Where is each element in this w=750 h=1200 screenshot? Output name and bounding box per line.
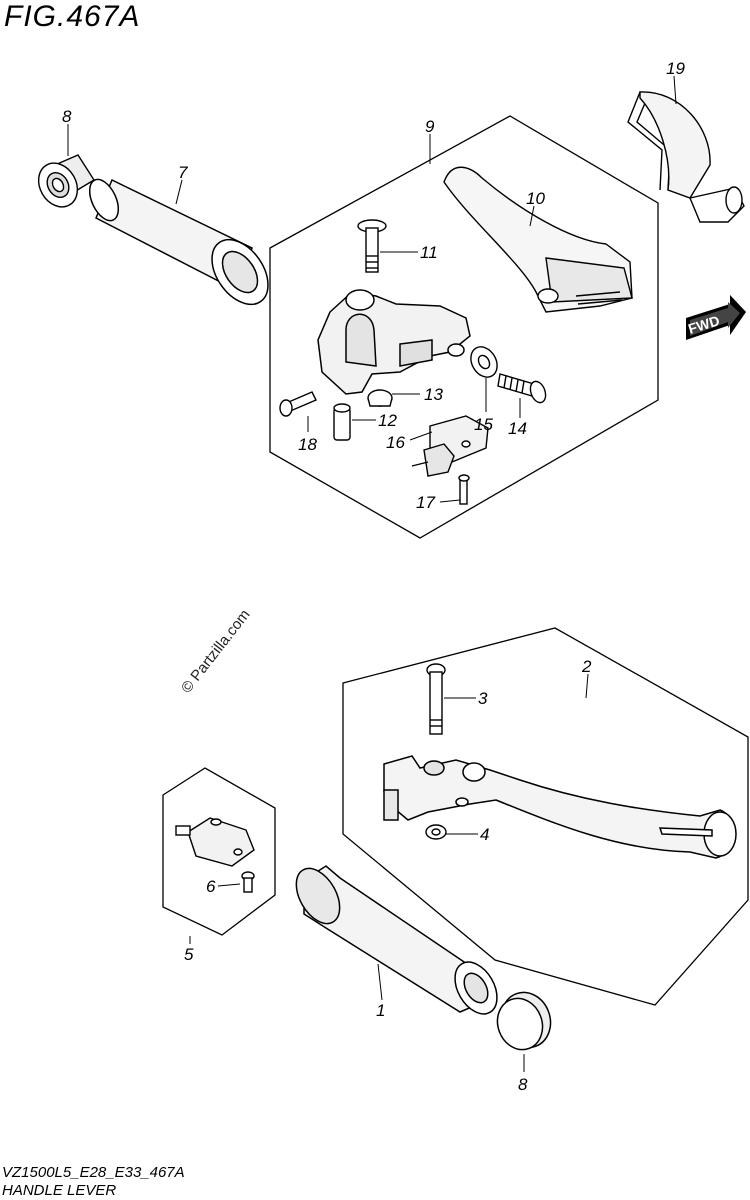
callout-10: 10: [526, 189, 545, 208]
part-screw-6: [241, 871, 255, 893]
callout-11: 11: [420, 243, 438, 262]
assembly-outline-5: [162, 767, 276, 936]
callout-7: 7: [178, 163, 188, 182]
part-screw-18: [279, 391, 317, 417]
callout-15: 15: [474, 415, 493, 434]
callout-18: 18: [298, 435, 317, 454]
callout-8-lower: 8: [518, 1075, 528, 1094]
callout-16: 16: [386, 433, 405, 452]
part-switch-5: [175, 817, 255, 867]
part-nut-13: [367, 389, 393, 407]
diagram-caption: HANDLE LEVER: [2, 1182, 117, 1199]
part-nut-4: [425, 824, 447, 840]
callout-6: 6: [206, 877, 216, 896]
model-code: VZ1500L5_E28_E33_467A: [2, 1164, 185, 1181]
part-screw-17: [458, 474, 470, 505]
callout-13: 13: [424, 385, 443, 404]
callout-8-upper: 8: [62, 107, 72, 126]
callout-19: 19: [666, 59, 685, 78]
part-clutch-lever-10: [443, 166, 633, 313]
part-pivot-bolt-3: [426, 663, 446, 735]
callout-labels: 8 7 9 19 10 11 13 12 18 15 14 16 17 2 3 …: [62, 59, 685, 1094]
callout-5: 5: [184, 945, 194, 964]
part-brake-lever-2: [383, 755, 737, 859]
part-pivot-bolt-11: [357, 219, 387, 273]
callout-3: 3: [478, 689, 488, 708]
figure-title: FIG.467A: [4, 0, 141, 33]
callout-4: 4: [480, 825, 489, 844]
part-lever-bracket: [317, 289, 471, 395]
callout-2: 2: [581, 657, 592, 676]
part-adjuster-ring-15: [470, 346, 498, 378]
part-adjuster-bolt-14: [497, 373, 547, 404]
assembly-outline-9: [269, 115, 659, 539]
part-grip-end-8-lower: [496, 991, 552, 1051]
leader-lines: [67, 75, 677, 1072]
part-grip-7: [88, 178, 269, 306]
part-grip-end-8-upper: [37, 154, 95, 208]
callout-9: 9: [425, 117, 435, 136]
part-boot-19: [627, 91, 745, 223]
callout-12: 12: [378, 411, 397, 430]
part-throttle-grip-1: [295, 865, 498, 1015]
part-switch-16: [411, 415, 489, 477]
fwd-arrow-tag: FWD: [686, 295, 746, 340]
assembly-outline-2: [342, 627, 749, 1006]
callout-14: 14: [508, 419, 527, 438]
callout-1: 1: [376, 1001, 385, 1020]
callout-17: 17: [416, 493, 435, 512]
part-collar-12: [333, 403, 351, 441]
